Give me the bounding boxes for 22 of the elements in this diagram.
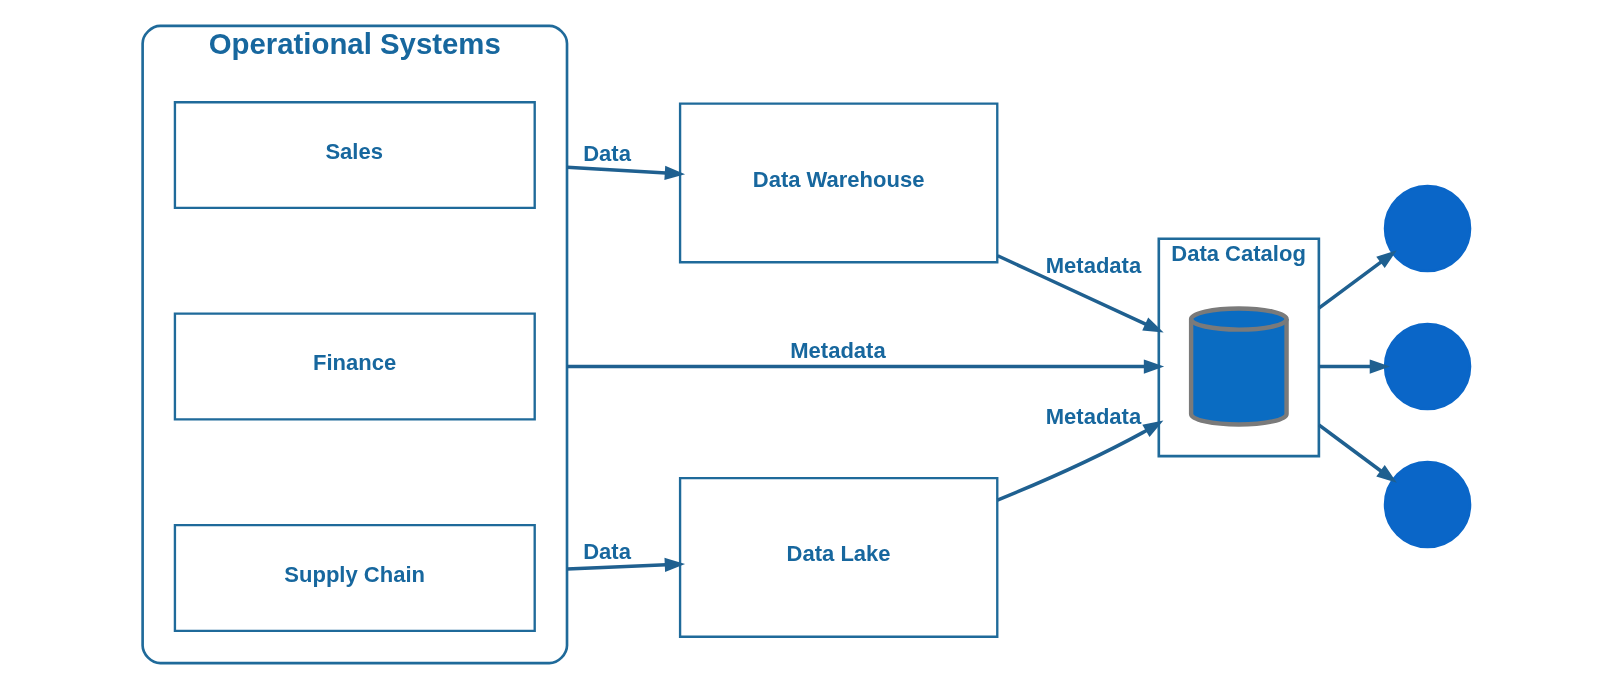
node-box: Supply Chain bbox=[173, 523, 536, 633]
node-box: Data Warehouse bbox=[678, 102, 998, 264]
arrow bbox=[1317, 423, 1397, 483]
arrow bbox=[566, 165, 685, 181]
edge-label: Data bbox=[582, 140, 631, 166]
node-box: Finance bbox=[173, 312, 536, 421]
arrow bbox=[1318, 359, 1390, 374]
edge-label: Metadata bbox=[1045, 252, 1141, 278]
arrow bbox=[996, 420, 1163, 502]
arrow bbox=[1317, 250, 1397, 310]
edge-label: Metadata bbox=[1045, 403, 1141, 429]
node-box: Data Lake bbox=[678, 476, 998, 638]
arrow bbox=[996, 254, 1164, 333]
cluster: Data Catalog bbox=[1157, 237, 1320, 458]
edge-label: Data bbox=[582, 538, 631, 564]
arrow bbox=[566, 557, 685, 572]
node-person bbox=[1383, 460, 1471, 549]
node-person bbox=[1383, 322, 1471, 411]
edge-label: Metadata bbox=[789, 337, 886, 363]
arrow bbox=[566, 359, 1164, 374]
node-person bbox=[1383, 184, 1471, 273]
node-box: Sales bbox=[173, 101, 536, 210]
